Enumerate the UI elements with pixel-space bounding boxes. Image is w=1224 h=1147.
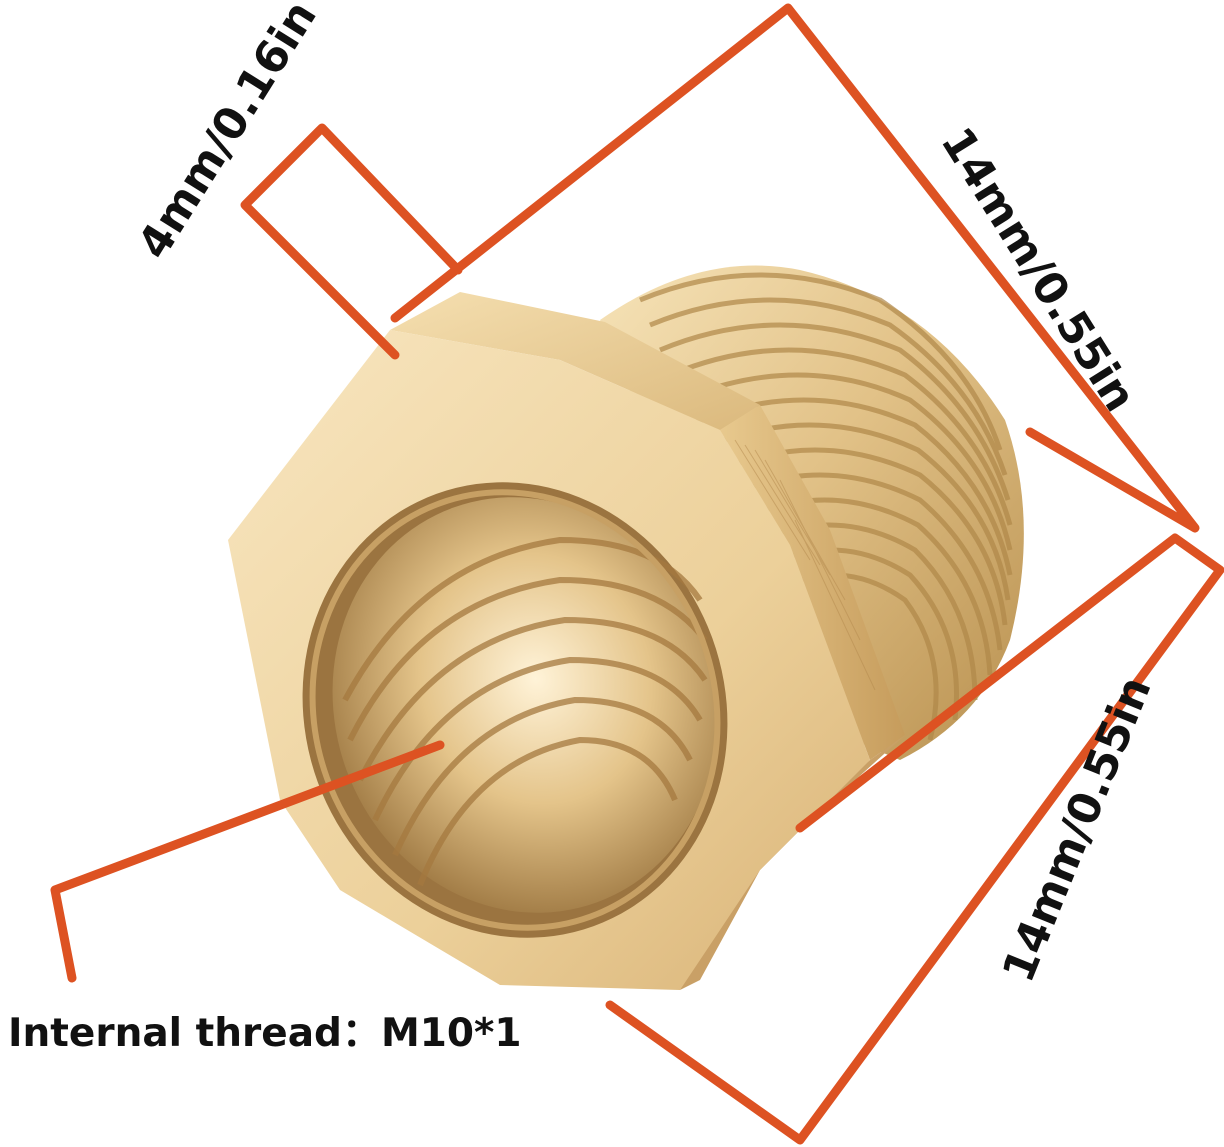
internal-bore (302, 482, 728, 938)
thread-length-label: 14mm/0.55in (993, 670, 1162, 989)
hex-width-bracket (390, 3, 1200, 533)
flat-thickness-label: 4mm/0.16in (128, 0, 327, 268)
annotation-lines (50, 3, 1224, 1145)
flat-thickness-bracket (240, 123, 463, 360)
thread-length-bracket (605, 533, 1224, 1145)
internal-thread-leader (50, 740, 445, 983)
internal-thread-label: Internal thread：M10*1 (8, 1011, 522, 1056)
